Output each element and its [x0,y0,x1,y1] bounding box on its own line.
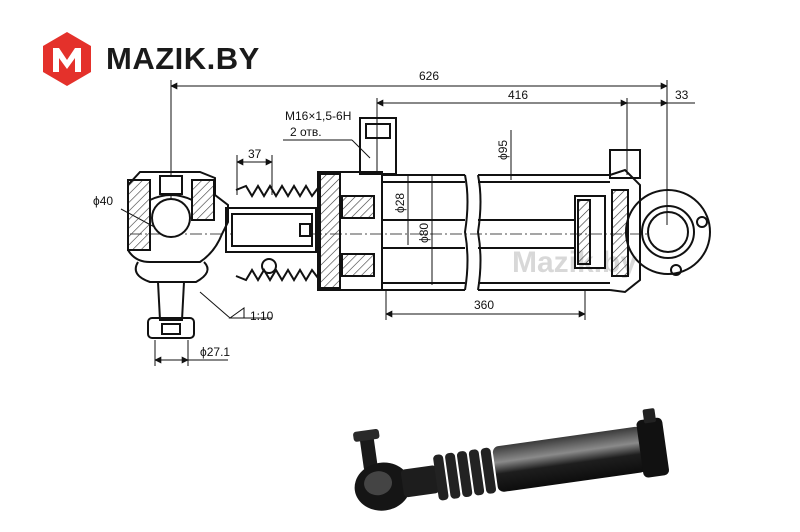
dim-overall-length: 626 [419,69,439,83]
brand-logo[interactable]: MAZIK.BY [38,30,260,88]
cylinder-eye [625,189,711,276]
brand-name: MAZIK.BY [106,41,260,76]
dim-outer-diameter: ϕ95 [496,140,510,160]
dim-stroke-section: 416 [508,88,528,102]
dim-pin-diameter: ϕ27.1 [200,345,230,359]
product-photo [353,408,670,511]
dim-inner-length: 360 [474,298,494,312]
dim-thread-note: M16×1,5-6H [285,109,351,123]
dim-thread-count: 2 отв. [290,125,322,139]
mazik-logo-icon [43,32,91,86]
dim-bore-diameter: ϕ80 [417,223,431,243]
rod-and-boot [225,184,319,282]
cylinder-body [317,117,641,294]
ball-joint-housing [127,171,229,339]
dim-rod-diameter: ϕ28 [393,193,407,213]
dim-boot-length: 37 [248,147,262,161]
dim-eye-offset: 33 [675,88,689,102]
dim-taper-ratio: 1:10 [250,309,274,323]
dim-ball-diameter: ϕ40 [93,194,113,208]
